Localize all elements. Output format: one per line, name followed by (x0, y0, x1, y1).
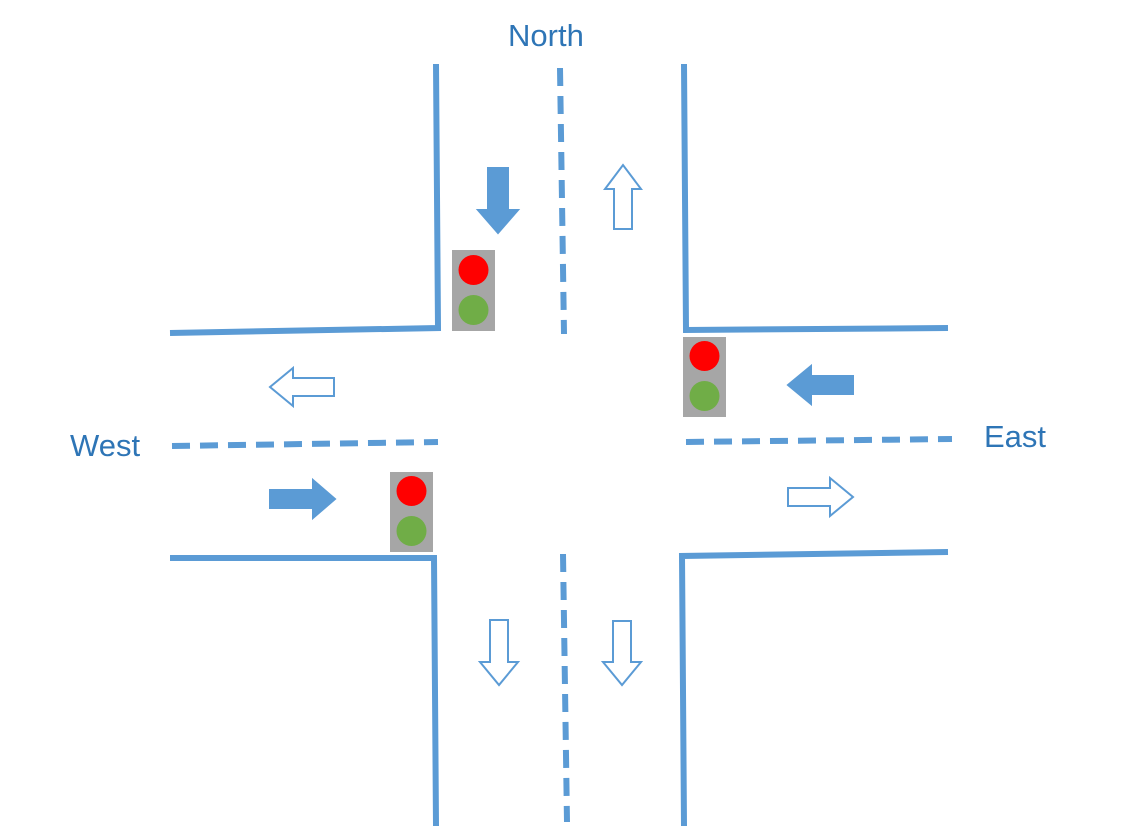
direction-label-east: East (984, 419, 1047, 454)
traffic-light-west (390, 472, 433, 552)
green-light-icon (458, 295, 489, 325)
road-edge-southwest (170, 555, 439, 827)
red-light-icon (689, 341, 720, 371)
arrow-left-icon (786, 363, 854, 407)
lane-divider-north (557, 67, 567, 335)
arrow-up-icon (603, 163, 643, 230)
red-light-icon (396, 476, 427, 506)
road-edge-southeast (678, 549, 949, 827)
direction-label-west: West (70, 428, 141, 463)
road-edge-northwest (169, 63, 442, 336)
traffic-light-north (452, 250, 495, 331)
lane-divider-east (685, 436, 953, 445)
road-edges (169, 63, 949, 827)
arrow-down-icon (475, 167, 521, 235)
lane-divider-south (560, 553, 570, 823)
lane-divider-west (171, 439, 439, 449)
arrow-down-icon (477, 619, 521, 687)
green-light-icon (396, 516, 427, 546)
lane-dividers (171, 67, 953, 823)
arrow-left-icon (268, 365, 335, 409)
traffic-arrows (268, 163, 855, 687)
traffic-light-east (683, 337, 726, 417)
arrow-right-icon (787, 475, 855, 519)
road-edge-northeast (681, 63, 949, 334)
arrow-down-icon (600, 620, 644, 687)
direction-label-north: North (508, 18, 584, 53)
green-light-icon (689, 381, 720, 411)
arrow-right-icon (269, 477, 337, 521)
red-light-icon (458, 255, 489, 285)
